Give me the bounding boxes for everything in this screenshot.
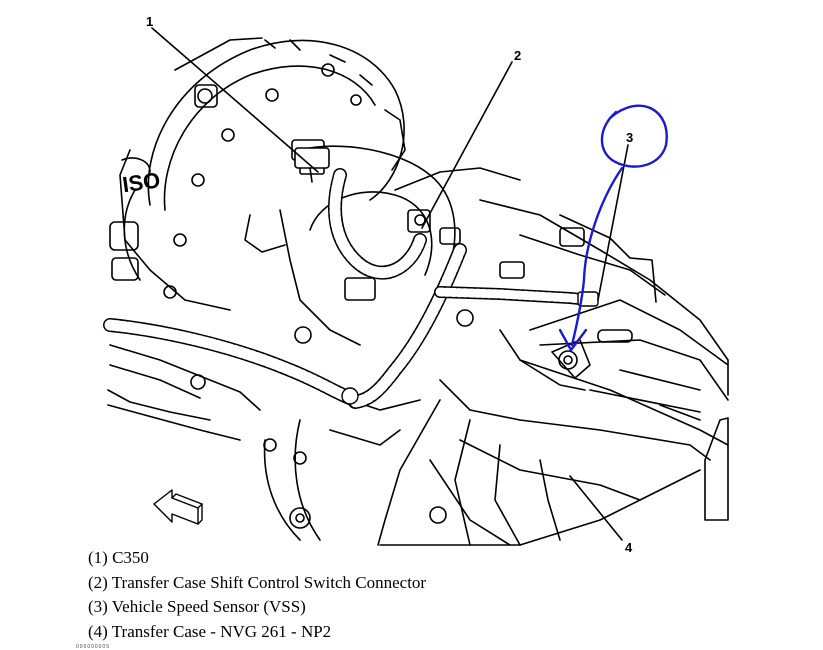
callout-1: 1 bbox=[146, 14, 153, 29]
blue-annotation bbox=[558, 104, 668, 352]
bell-housing bbox=[109, 37, 406, 311]
annotation-circle bbox=[600, 104, 668, 168]
annotation-arrow-line bbox=[570, 166, 624, 347]
front-arrow-icon bbox=[153, 489, 203, 525]
frame-crossmember bbox=[107, 344, 421, 465]
callout-4-leader bbox=[569, 475, 623, 541]
housing-text: ISO bbox=[121, 167, 162, 197]
legend-item-2: (2) Transfer Case Shift Control Switch C… bbox=[88, 572, 427, 592]
legend-item-4: (4) Transfer Case - NVG 261 - NP2 bbox=[88, 621, 332, 641]
callout-1-leader bbox=[151, 27, 319, 173]
legend-item-1: (1) C350 bbox=[88, 548, 149, 567]
legend: (1) C350 (2) Transfer Case Shift Control… bbox=[88, 546, 426, 644]
callout-3-leader bbox=[597, 144, 629, 301]
callout-4: 4 bbox=[625, 540, 633, 555]
adapter-housing bbox=[263, 399, 701, 546]
transfer-case-housing bbox=[439, 199, 729, 521]
annotation-arrowhead bbox=[558, 328, 588, 352]
transmission-body bbox=[244, 139, 521, 346]
vss-sensor bbox=[551, 339, 591, 379]
callout-2: 2 bbox=[514, 48, 521, 63]
legend-item-3: (3) Vehicle Speed Sensor (VSS) bbox=[88, 597, 306, 616]
c350-connector bbox=[294, 147, 330, 183]
callout-2-leader bbox=[421, 61, 513, 229]
callout-3: 3 bbox=[626, 130, 633, 145]
wiring-harness bbox=[103, 168, 599, 409]
figure-id: 000000005 bbox=[76, 644, 111, 650]
